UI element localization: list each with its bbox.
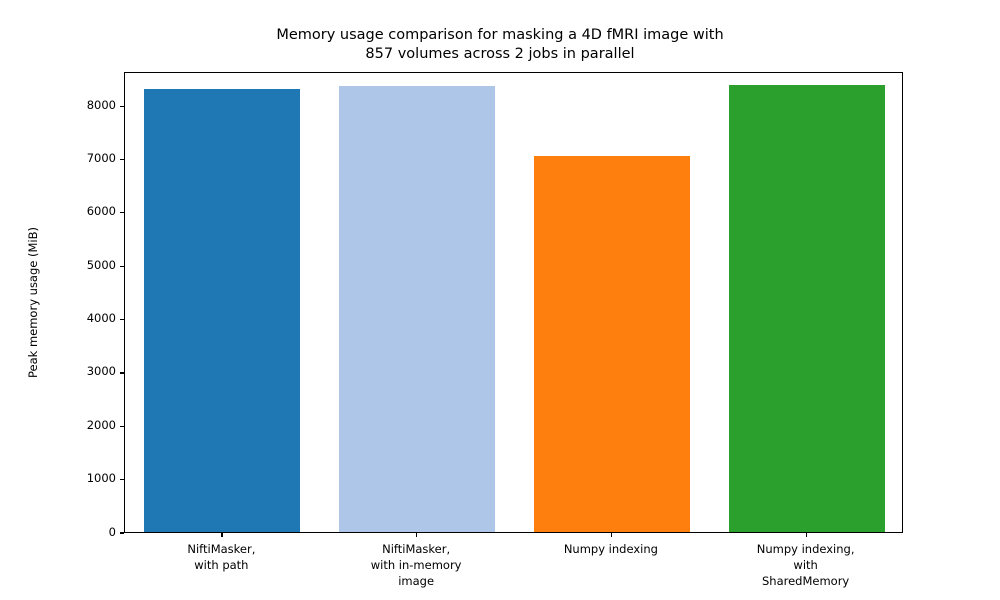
- y-tick-mark: [119, 425, 124, 427]
- y-tick-label: 4000: [86, 311, 116, 326]
- y-tick-mark: [119, 158, 124, 161]
- y-tick-mark: [119, 479, 124, 481]
- y-tick-label: 1000: [86, 471, 116, 486]
- bar: [144, 89, 301, 532]
- x-tick-label: Numpy indexing, with SharedMemory: [756, 542, 855, 588]
- y-axis-label: Peak memory usage (MiB): [26, 227, 40, 379]
- x-tick-label: NiftiMasker, with in-memory image: [370, 542, 462, 588]
- y-tick-mark: [119, 532, 124, 534]
- y-tick-label: 6000: [86, 204, 116, 219]
- y-tick-mark: [119, 265, 124, 267]
- y-tick-label: 2000: [86, 417, 116, 432]
- bar: [339, 86, 496, 532]
- bar: [728, 84, 885, 532]
- y-tick-label: 0: [108, 524, 116, 539]
- x-tick-mark: [610, 533, 613, 538]
- y-tick-mark: [119, 372, 124, 374]
- y-tick-mark: [119, 105, 124, 107]
- x-tick-label: Numpy indexing: [563, 542, 658, 556]
- y-tick-mark: [119, 212, 124, 214]
- x-tick-mark: [805, 533, 807, 538]
- y-tick-label: 8000: [86, 97, 116, 112]
- x-tick-label: NiftiMasker, with path: [187, 542, 256, 572]
- chart-title: Memory usage comparison for masking a 4D…: [276, 27, 724, 63]
- plot-area: [125, 73, 902, 532]
- x-axis: NiftiMasker, with path NiftiMasker, with …: [124, 533, 903, 600]
- x-tick-mark: [221, 533, 223, 538]
- plot-axes: [124, 72, 903, 533]
- x-tick-mark: [416, 533, 418, 538]
- y-axis: Peak memory usage (MiB) 0 1000 2000 3000 400…: [0, 0, 124, 600]
- y-tick-label: 3000: [86, 364, 116, 379]
- bar: [533, 155, 690, 532]
- y-tick-label: 7000: [86, 151, 116, 165]
- y-tick-label: 5000: [86, 257, 116, 272]
- y-tick-mark: [119, 318, 124, 321]
